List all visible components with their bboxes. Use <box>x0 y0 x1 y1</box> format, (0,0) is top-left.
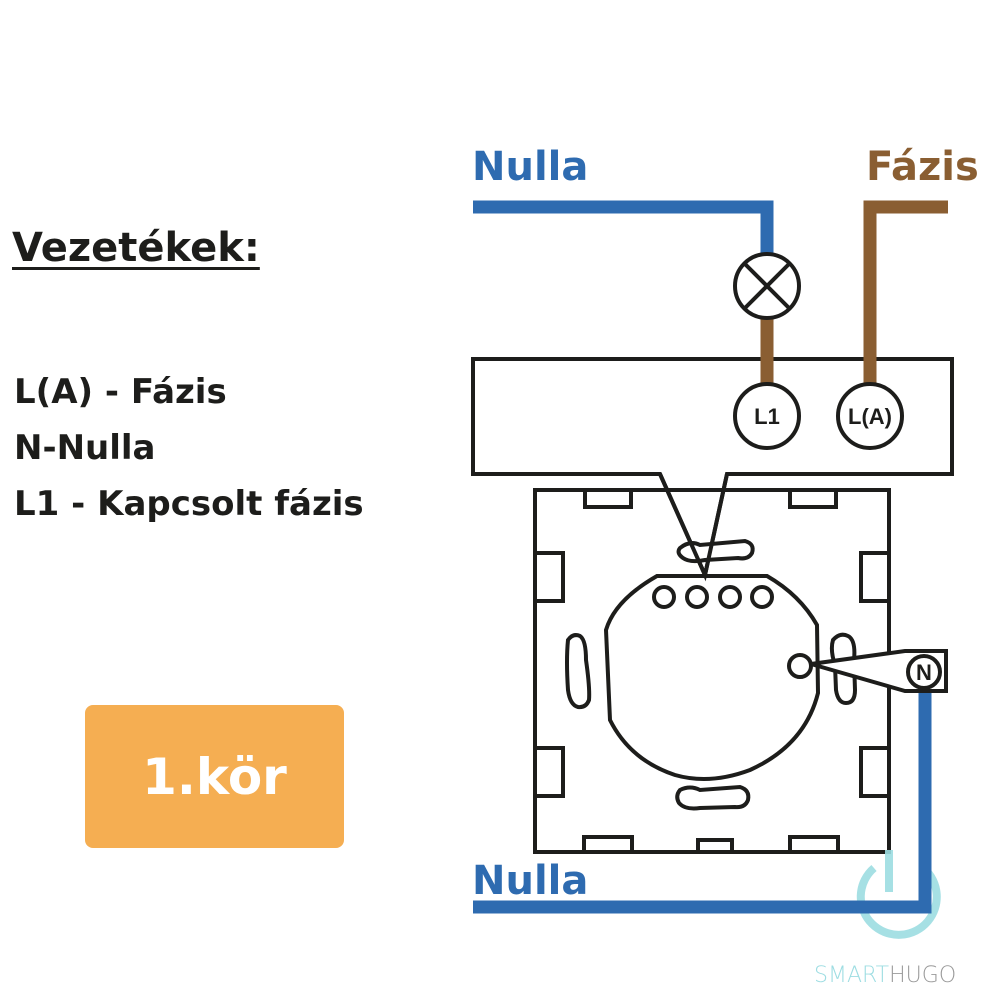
neutral-pin <box>787 653 813 679</box>
legend-item-phase: L(A) - Fázis <box>14 372 227 412</box>
terminal-l1: L1 <box>733 382 801 450</box>
switch-module <box>603 574 821 781</box>
phase-wire <box>863 200 948 384</box>
neutral-wire-top <box>473 200 774 256</box>
module-pins <box>652 585 774 609</box>
power-icon <box>856 850 941 939</box>
terminal-l1-label: L1 <box>754 404 780 429</box>
circuit-badge-label: 1.kör <box>142 747 287 806</box>
terminal-la: L(A) <box>836 382 904 450</box>
brand-logo: SMARTHUGO <box>814 963 956 988</box>
legend-item-switched-phase: L1 - Kapcsolt fázis <box>14 484 364 524</box>
brand-part-smart: SMART <box>814 963 889 988</box>
terminal-n-label: N <box>916 660 932 685</box>
neutral-wire-bottom <box>473 693 932 914</box>
circuit-badge: 1.kör <box>85 705 344 848</box>
phase-label: Fázis <box>866 144 979 190</box>
lamp-icon <box>733 252 801 320</box>
neutral-bottom-label: Nulla <box>472 858 588 904</box>
switch-back-plate <box>533 488 891 854</box>
terminal-n: N <box>906 654 942 690</box>
brand-part-hugo: HUGO <box>889 963 956 988</box>
terminal-la-label: L(A) <box>848 404 892 429</box>
legend-title: Vezetékek: <box>12 225 260 271</box>
legend-item-neutral: N-Nulla <box>14 428 156 468</box>
neutral-top-label: Nulla <box>472 144 588 190</box>
